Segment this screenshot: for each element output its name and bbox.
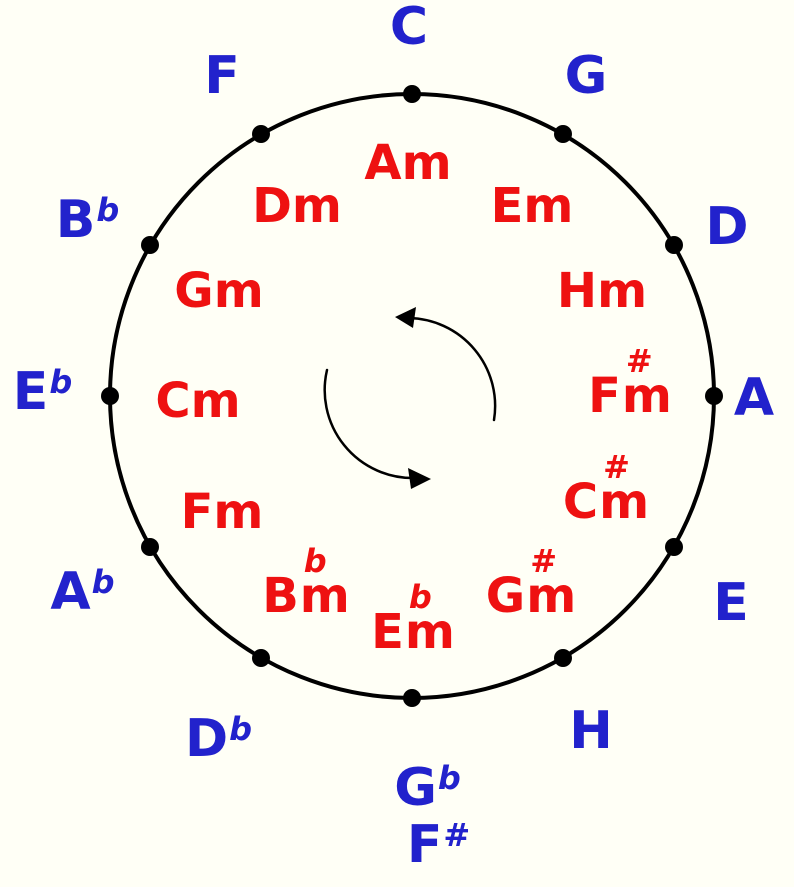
node-dot-c [403,85,421,103]
rotation-arrow-top-head [395,307,416,328]
minor-suffix: m [621,368,672,424]
key-letter: G [485,568,526,624]
node-dot-e [665,538,683,556]
minor-suffix: m [404,604,455,660]
flat-sign: b [91,563,115,601]
minor-key-hm: Hm [557,267,647,315]
major-key-b-flat: Bb [56,191,120,246]
node-dot-g-flat [403,689,421,707]
major-key-f-sharp: F# [407,816,471,871]
minor-key-gm: Gm [174,267,263,315]
major-key-a: A [734,372,774,424]
key-letter: F [406,815,443,875]
major-key-d-flat: Db [185,710,253,765]
suffix-group: #m [622,345,672,420]
key-letter: E [713,573,749,633]
minor-key-g-sharp-m: G#m [486,545,576,620]
key-letter: D [184,709,229,769]
node-dot-a [705,387,723,405]
minor-key-label: Hm [556,263,648,319]
major-key-h: H [569,705,613,757]
key-letter: G [564,46,608,106]
flat-sign: b [229,710,253,748]
rotation-arrow-bottom-arc [323,368,416,480]
key-letter: H [569,701,613,761]
key-letter: C [389,0,429,57]
rotation-arrow-bottom-head [408,468,431,489]
sharp-sign: # [443,816,471,854]
major-key-g: G [565,50,608,102]
key-letter: F [204,46,240,106]
sharp-sign: # [603,448,630,486]
minor-key-dm: Dm [252,182,342,230]
node-dot-b-flat [141,236,159,254]
minor-key-label: Dm [252,178,342,234]
minor-suffix: m [526,568,577,624]
node-dot-h [554,649,572,667]
minor-suffix: m [599,474,650,530]
minor-key-label: Gm [174,263,264,319]
key-letter: B [262,568,299,624]
flat-sign: b [49,363,73,401]
key-letter: A [50,562,91,622]
minor-key-label: Am [364,135,452,191]
minor-key-am: Am [364,139,451,187]
major-key-g-flat: Gb [394,759,461,814]
minor-key-cm: Cm [155,377,240,425]
node-dot-f [252,125,270,143]
major-key-c: C [390,1,428,53]
node-dot-e-flat [101,387,119,405]
major-key-e: E [713,577,749,629]
flat-sign: b [408,578,432,616]
major-key-e-flat: Eb [13,363,73,418]
major-key-a-flat: Ab [50,563,115,618]
key-letter: C [562,474,599,530]
sharp-sign: # [530,542,558,580]
suffix-group: #m [599,451,649,526]
minor-key-fm: Fm [181,488,264,536]
minor-key-label: Cm [155,373,241,429]
flat-sign: b [96,191,120,229]
key-letter: E [12,362,49,422]
major-key-d: D [705,201,748,253]
key-letter: B [55,190,96,250]
node-dot-a-flat [141,538,159,556]
node-dot-d-flat [252,649,270,667]
minor-key-f-sharp-m: F#m [588,345,672,420]
key-letter: D [705,197,749,257]
flat-sign: b [437,759,461,797]
rotation-arrow-top-arc [407,316,497,422]
key-letter: E [371,604,404,660]
minor-key-em: Em [491,182,574,230]
key-letter: A [733,368,775,428]
minor-key-label: Em [490,178,574,234]
suffix-group: #m [526,545,576,620]
minor-key-label: Fm [180,484,264,540]
flat-sign: b [303,542,327,580]
major-key-f: F [204,50,240,102]
sharp-sign: # [625,342,653,380]
minor-suffix: m [299,568,350,624]
node-dot-d [665,236,683,254]
key-letter: G [394,758,437,818]
key-letter: F [588,368,621,424]
minor-key-c-sharp-m: C#m [563,451,649,526]
node-dot-g [554,125,572,143]
counterclockwise-arrows-icon [323,307,497,489]
